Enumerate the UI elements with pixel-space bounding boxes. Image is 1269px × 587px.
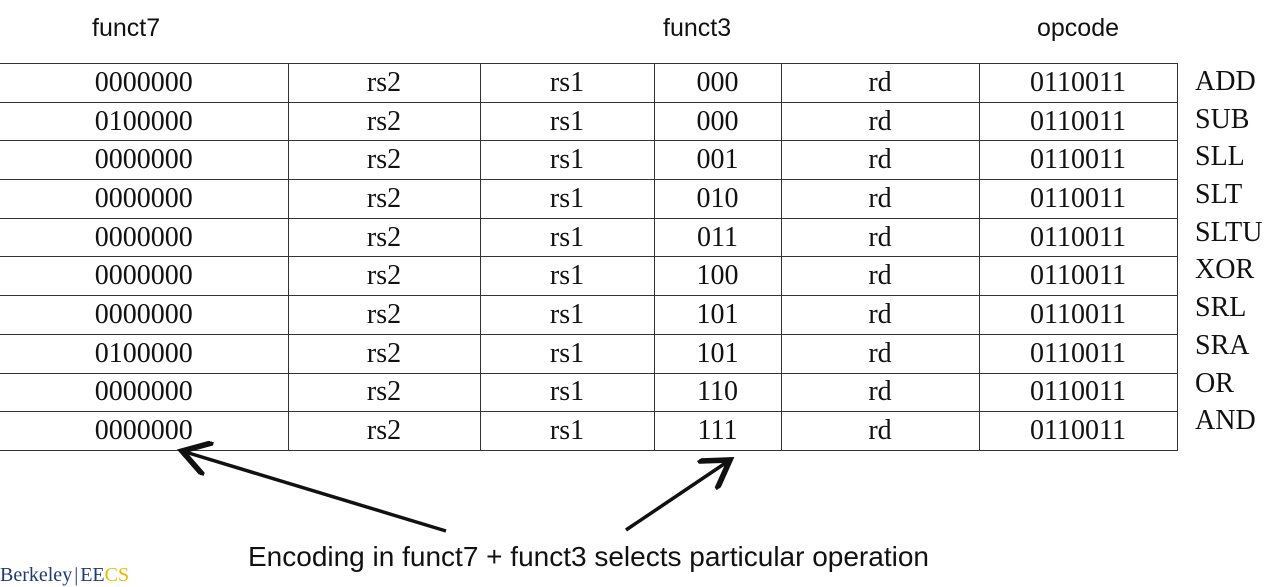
- rs1-cell: rs1: [479, 411, 655, 451]
- funct7-cell: 0000000: [0, 179, 289, 219]
- rd-cell: rd: [780, 217, 980, 257]
- rs2-cell: rs2: [287, 333, 481, 373]
- instruction-mnemonic: SLL: [1195, 141, 1245, 173]
- funct3-cell: 010: [653, 179, 782, 219]
- opcode-cell: 0110011: [978, 411, 1178, 451]
- opcode-cell: 0110011: [978, 295, 1178, 335]
- rs1-cell: rs1: [479, 140, 655, 180]
- rs1-cell: rs1: [479, 256, 655, 296]
- rs2-cell: rs2: [287, 140, 481, 180]
- instruction-mnemonic: AND: [1195, 405, 1256, 437]
- funct7-cell: 0100000: [0, 333, 289, 373]
- rs2-cell: rs2: [287, 179, 481, 219]
- opcode-cell: 0110011: [978, 333, 1178, 373]
- funct7-cell: 0000000: [0, 256, 289, 296]
- instruction-mnemonic: SRA: [1195, 329, 1250, 361]
- instruction-mnemonic: OR: [1195, 367, 1234, 399]
- rs1-cell: rs1: [479, 217, 655, 257]
- funct7-cell: 0000000: [0, 372, 289, 412]
- rs2-cell: rs2: [287, 295, 481, 335]
- funct7-cell: 0000000: [0, 295, 289, 335]
- instruction-mnemonic: SRL: [1195, 292, 1247, 324]
- rd-cell: rd: [780, 63, 980, 103]
- rs1-cell: rs1: [479, 333, 655, 373]
- instruction-mnemonic: XOR: [1195, 254, 1255, 286]
- instruction-mnemonic: ADD: [1195, 66, 1256, 97]
- rs1-cell: rs1: [479, 372, 655, 412]
- funct3-cell: 110: [653, 372, 782, 412]
- caption: Encoding in funct7 + funct3 selects part…: [248, 541, 929, 572]
- rs1-cell: rs1: [479, 101, 655, 141]
- opcode-cell: 0110011: [978, 217, 1178, 257]
- rd-cell: rd: [780, 295, 980, 335]
- rs1-cell: rs1: [479, 63, 655, 103]
- funct7-cell: 0000000: [0, 63, 289, 103]
- rs1-cell: rs1: [479, 179, 655, 219]
- arrow-to-funct3: [625, 460, 730, 532]
- arrow-to-funct7: [182, 451, 447, 533]
- opcode-cell: 0110011: [978, 63, 1178, 103]
- rd-cell: rd: [780, 256, 980, 296]
- funct7-cell: 0000000: [0, 217, 289, 257]
- rs2-cell: rs2: [287, 372, 481, 412]
- funct3-cell: 001: [653, 140, 782, 180]
- rd-cell: rd: [780, 179, 980, 219]
- logo-ee: EE: [80, 564, 105, 586]
- rd-cell: rd: [780, 333, 980, 373]
- rs1-cell: rs1: [479, 295, 655, 335]
- funct3-cell: 101: [653, 295, 782, 335]
- rd-cell: rd: [780, 140, 980, 180]
- funct3-cell: 100: [653, 256, 782, 296]
- funct7-field-label: funct7: [92, 14, 161, 42]
- funct3-field-label: funct3: [663, 14, 732, 42]
- funct3-cell: 011: [653, 217, 782, 257]
- funct3-cell: 101: [653, 333, 782, 373]
- funct3-cell: 111: [653, 411, 782, 451]
- rs2-cell: rs2: [287, 256, 481, 296]
- funct7-cell: 0100000: [0, 101, 289, 141]
- opcode-cell: 0110011: [978, 256, 1178, 296]
- instruction-mnemonic: SLTU: [1195, 216, 1263, 248]
- opcode-field-label: opcode: [1037, 14, 1120, 42]
- instruction-mnemonic: SUB: [1195, 103, 1250, 135]
- rs2-cell: rs2: [287, 217, 481, 257]
- instruction-mnemonic: SLT: [1195, 179, 1243, 211]
- rs2-cell: rs2: [287, 101, 481, 141]
- opcode-cell: 0110011: [978, 140, 1178, 180]
- berkeley-eecs-logo: Berkeley|EECS: [0, 563, 129, 587]
- opcode-cell: 0110011: [978, 372, 1178, 412]
- rd-cell: rd: [780, 411, 980, 451]
- funct7-cell: 0000000: [0, 140, 289, 180]
- funct3-cell: 000: [653, 101, 782, 141]
- mnemonic-column: ADD SUB SLL SLT SLTU XOR SRL SRA OR AND: [1195, 63, 1269, 440]
- funct3-cell: 000: [653, 63, 782, 103]
- logo-institution: Berkeley: [0, 564, 73, 586]
- logo-separator: |: [74, 564, 79, 586]
- funct7-cell: 0000000: [0, 411, 289, 451]
- rd-cell: rd: [780, 101, 980, 141]
- opcode-cell: 0110011: [978, 179, 1178, 219]
- opcode-cell: 0110011: [978, 101, 1178, 141]
- rd-cell: rd: [780, 372, 980, 412]
- logo-cs: CS: [104, 564, 130, 586]
- rs2-cell: rs2: [287, 63, 481, 103]
- rs2-cell: rs2: [287, 411, 481, 451]
